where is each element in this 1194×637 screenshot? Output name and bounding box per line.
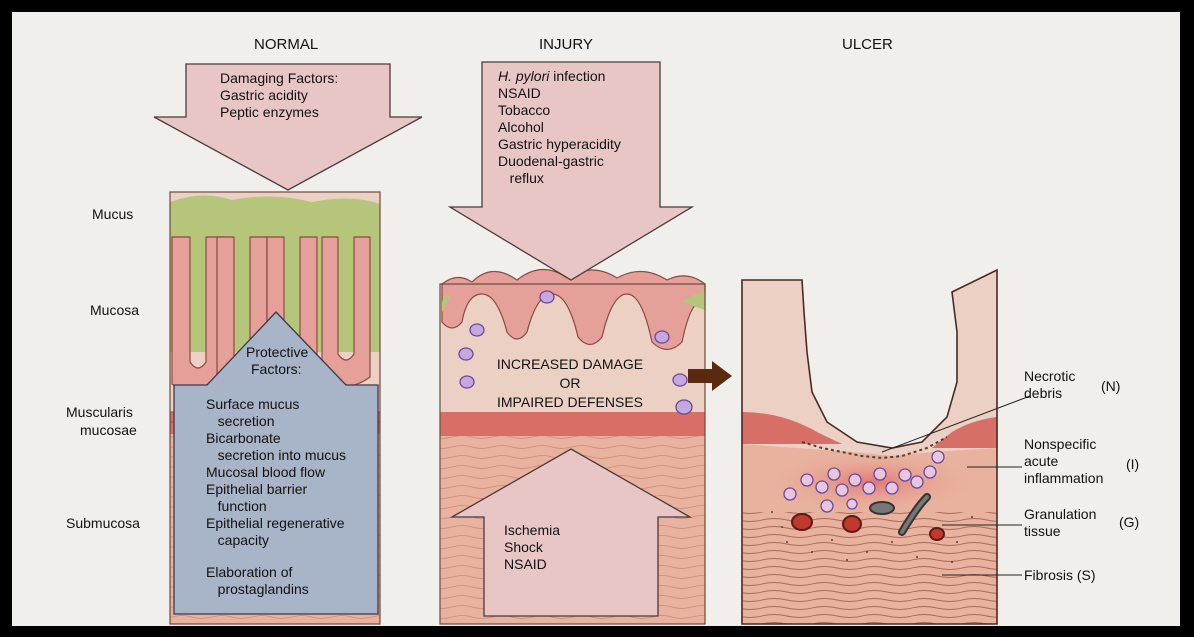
protective-factor: Bicarbonate (206, 430, 281, 448)
label-granulation: tissue (1024, 523, 1061, 540)
diagram-canvas: NORMAL INJURY ULCER Mucus Mucosa Muscula… (12, 12, 1180, 626)
code-necrotic: (N) (1101, 378, 1120, 395)
ischemia-factor: Shock (504, 539, 543, 557)
damaging-factors-title: Damaging Factors: (220, 70, 338, 88)
protective-factor: secretion into mucus (206, 447, 346, 465)
ulcer-fibrosis (742, 512, 997, 624)
label-mucosae: mucosae (80, 422, 137, 439)
code-granulation: (G) (1119, 514, 1139, 531)
hpylori-infection: infection (549, 68, 605, 84)
protective-factor: Epithelial barrier (206, 481, 307, 499)
injury-factor: Alcohol (498, 119, 544, 137)
protective-factor: Surface mucus (206, 396, 299, 414)
protective-factor: function (206, 498, 267, 516)
hpylori-italic: H. pylori (498, 68, 549, 84)
injury-factor: Tobacco (498, 102, 550, 120)
injury-factor: Duodenal-gastric (498, 153, 604, 171)
header-normal: NORMAL (254, 36, 318, 54)
label-necrotic: Necrotic (1024, 368, 1075, 385)
label-submucosa: Submucosa (66, 515, 140, 532)
protective-factor: Elaboration of (206, 564, 292, 582)
label-fibrosis: Fibrosis (S) (1024, 567, 1096, 584)
protective-factor: Epithelial regenerative (206, 515, 345, 533)
protective-factor: prostaglandins (206, 581, 309, 599)
protective-factor: secretion (206, 413, 274, 431)
center-text: IMPAIRED DEFENSES (470, 394, 670, 411)
damaging-factor: Peptic enzymes (220, 104, 319, 122)
ischemia-factor: NSAID (504, 556, 547, 574)
center-text: OR (470, 375, 670, 392)
label-inflammation: inflammation (1024, 470, 1103, 487)
injury-factor: NSAID (498, 85, 541, 103)
protective-title: Protective (246, 344, 308, 362)
label-necrotic: debris (1024, 385, 1062, 402)
ulcer-panel (742, 270, 997, 624)
injury-damage-arrow (450, 62, 692, 280)
protective-title: Factors: (251, 361, 302, 379)
injury-factor: reflux (498, 170, 544, 188)
protective-factor: Mucosal blood flow (206, 464, 325, 482)
header-injury: INJURY (539, 36, 593, 54)
diagram-svg (12, 12, 1180, 626)
damaging-factor: Gastric acidity (220, 87, 308, 105)
label-mucosa: Mucosa (90, 302, 139, 319)
label-granulation: Granulation (1024, 506, 1096, 523)
label-inflammation: Nonspecific (1024, 436, 1096, 453)
injury-factor-hpylori: H. pylori infection (498, 68, 605, 86)
label-muscularis: Muscularis (66, 404, 133, 421)
ischemia-factor: Ischemia (504, 522, 560, 540)
center-text: INCREASED DAMAGE (470, 356, 670, 373)
header-ulcer: ULCER (842, 36, 893, 54)
label-mucus: Mucus (92, 206, 133, 223)
protective-factor: capacity (206, 532, 269, 550)
code-inflammation: (I) (1126, 456, 1139, 473)
injury-muscularis (440, 412, 705, 436)
injury-factor: Gastric hyperacidity (498, 136, 621, 154)
label-inflammation: acute (1024, 453, 1058, 470)
